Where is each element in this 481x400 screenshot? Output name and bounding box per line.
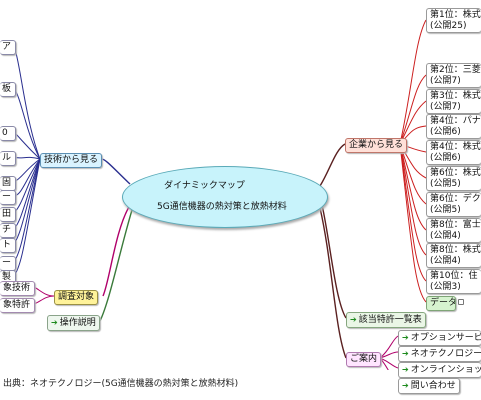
patent-list-node[interactable]: ➔該当特許一覧表 — [346, 312, 426, 328]
guide-item-online-shop[interactable]: ➔オンラインショッ — [398, 362, 481, 378]
connector-center-tech — [100, 158, 131, 185]
tech-leaf[interactable]: 0 — [0, 126, 16, 141]
arrow-right-icon: ➔ — [51, 318, 58, 327]
survey-target-label: 調査対象 — [58, 292, 95, 302]
ranking-item-7[interactable]: 第6位：デク(公開5) — [426, 192, 481, 217]
tech-leaf[interactable]: 田 — [0, 207, 16, 222]
arrow-right-icon: ➔ — [402, 381, 409, 390]
guide-item-contact[interactable]: ➔問い合わせ — [398, 378, 460, 394]
central-topic-subtitle: 5G通信機器の熱対策と放熱材料 — [157, 202, 287, 212]
enterprise-view-node[interactable]: 企業から見る — [345, 138, 408, 153]
ranking-item-2[interactable]: 第2位：三菱(公開7) — [426, 63, 481, 88]
survey-target-node[interactable]: 調査対象 — [54, 290, 99, 305]
target-leaf-technology[interactable]: 象技術 — [0, 281, 35, 296]
central-topic-node[interactable] — [122, 166, 328, 228]
source-caption: 出典：ネオテクノロジー(5G通信機器の熱対策と放熱材料) — [3, 379, 239, 389]
guide-label: ご案内 — [350, 354, 378, 364]
tech-leaf[interactable]: 板 — [0, 82, 16, 97]
mind-map-connectors — [13, 19, 427, 370]
guide-node[interactable]: ご案内 — [346, 352, 382, 367]
connector-center-patent — [321, 204, 347, 319]
arrow-right-icon: ➔ — [402, 349, 409, 358]
connector-center-guide — [319, 207, 347, 359]
ranking-item-10[interactable]: 第10位：住(公開3) — [426, 269, 481, 294]
data-label: データ — [430, 298, 456, 308]
arrow-right-icon: ➔ — [350, 315, 357, 324]
tech-leaf[interactable]: ー — [0, 190, 16, 205]
tech-leaf[interactable]: チ — [0, 223, 16, 238]
tech-view-node[interactable]: 技術から見る — [40, 153, 103, 168]
patent-list-label: 該当特許一覧表 — [358, 315, 422, 325]
ranking-item-6[interactable]: 第6位：株式(公開5) — [426, 166, 481, 191]
central-topic-title: ダイナミックマップ — [164, 181, 245, 191]
expand-icon[interactable] — [458, 299, 464, 305]
ranking-item-9[interactable]: 第8位：株式(公開4) — [426, 243, 481, 268]
ranking-item-5[interactable]: 第4位：株式(公開6) — [426, 140, 481, 165]
operation-guide-node[interactable]: ➔操作説明 — [47, 315, 100, 331]
tech-leaf[interactable]: ー — [0, 256, 16, 271]
ranking-item-1[interactable]: 第1位：株式(公開25) — [426, 8, 481, 33]
tech-branch-lines — [13, 45, 41, 277]
connector-center-enterprise — [319, 143, 346, 187]
arrow-right-icon: ➔ — [402, 365, 409, 374]
connector-center-target — [102, 204, 131, 297]
target-branch-lines — [33, 286, 55, 305]
tech-leaf[interactable]: ト — [0, 238, 16, 253]
target-leaf-patent[interactable]: 象特許 — [0, 298, 35, 313]
guide-item-neotechnology[interactable]: ➔ネオテクノロジー — [398, 346, 481, 362]
tech-view-label: 技術から見る — [44, 155, 99, 165]
arrow-right-icon: ➔ — [402, 333, 409, 342]
connector-center-ops — [99, 209, 133, 322]
data-node[interactable]: データ — [426, 296, 456, 311]
ranking-item-8[interactable]: 第8位：富士(公開4) — [426, 218, 481, 243]
ranking-item-3[interactable]: 第3位：株式(公開7) — [426, 89, 481, 114]
tech-leaf[interactable]: 固 — [0, 176, 16, 191]
operation-guide-label: 操作説明 — [59, 318, 96, 328]
guide-item-option-service[interactable]: ➔オプションサービ — [398, 330, 481, 346]
tech-leaf[interactable]: ア — [0, 40, 16, 55]
tech-leaf[interactable]: ル — [0, 151, 16, 166]
ranking-item-4[interactable]: 第4位：パナ(公開6) — [426, 114, 481, 139]
guide-branch-lines — [379, 335, 399, 370]
enterprise-view-label: 企業から見る — [349, 140, 404, 150]
enterprise-branch-lines — [399, 19, 427, 303]
